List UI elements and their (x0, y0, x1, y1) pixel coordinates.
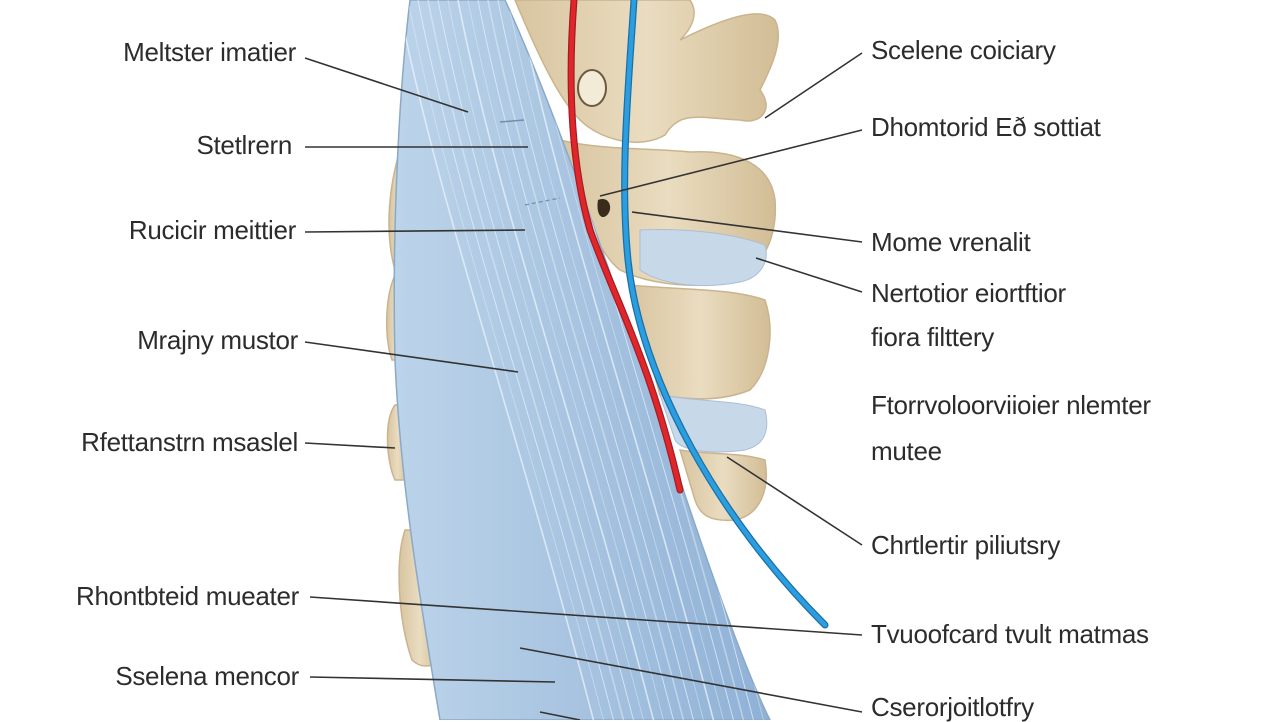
muscle-mark-2 (524, 197, 561, 206)
muscle-fiber (515, 0, 717, 720)
label-right-3: Mome vrenalit (871, 227, 1031, 257)
leader-lines-right (519, 52, 863, 713)
label-left-1: Meltster imatier (123, 37, 296, 67)
muscle-fiber (445, 0, 647, 720)
label-left-4: Mrajny mustor (137, 325, 298, 355)
muscle-fiber (455, 0, 657, 720)
label-left-7: Sselena mencor (115, 661, 299, 691)
muscle-fiber (405, 0, 607, 720)
label-right-10: Cserorjoitlotfry (871, 692, 1034, 722)
label-right-6: Ftorrvoloorviioier nlemter (871, 390, 1151, 420)
vertebral-column (386, 0, 780, 667)
vertebral-foramen (577, 69, 607, 107)
vertebra-lower-1 (628, 284, 771, 400)
label-left-3: Rucicir meittier (128, 215, 296, 245)
label-right-9: Tvuoofcard tvult matmas (871, 619, 1149, 649)
label-right-7: mutee (871, 436, 942, 466)
muscle-fiber (475, 0, 677, 720)
label-right-5: fiora filttery (871, 322, 994, 352)
label-left-5: Rfettanstrn msaslel (81, 427, 298, 457)
muscle-fiber (485, 0, 687, 720)
leader-lines-left (304, 57, 863, 720)
vertebra-lower-2 (678, 449, 767, 522)
vertebral-disc-1 (639, 229, 767, 287)
nerve-foramen (597, 198, 611, 218)
muscle-fiber (425, 0, 627, 720)
label-right-4: Nertotior eiortftior (871, 278, 1066, 308)
label-right-1: Scelene coiciary (871, 35, 1056, 65)
muscle-fiber (395, 0, 597, 720)
muscle-fiber (435, 0, 637, 720)
muscle-mark-1 (499, 119, 525, 123)
label-left-2: Stetlrern (196, 130, 292, 160)
label-right-2: Dhomtorid Eð sottiat (871, 112, 1101, 142)
vertebra-upper (514, 0, 780, 143)
muscle-fiber (465, 0, 667, 720)
label-right-8: Chrtlertir piliutsry (871, 530, 1061, 560)
muscle-fiber (415, 0, 617, 720)
label-left-6: Rhontbteid mueater (76, 581, 299, 611)
muscle-fiber (495, 0, 697, 720)
muscle-fiber (505, 0, 707, 720)
